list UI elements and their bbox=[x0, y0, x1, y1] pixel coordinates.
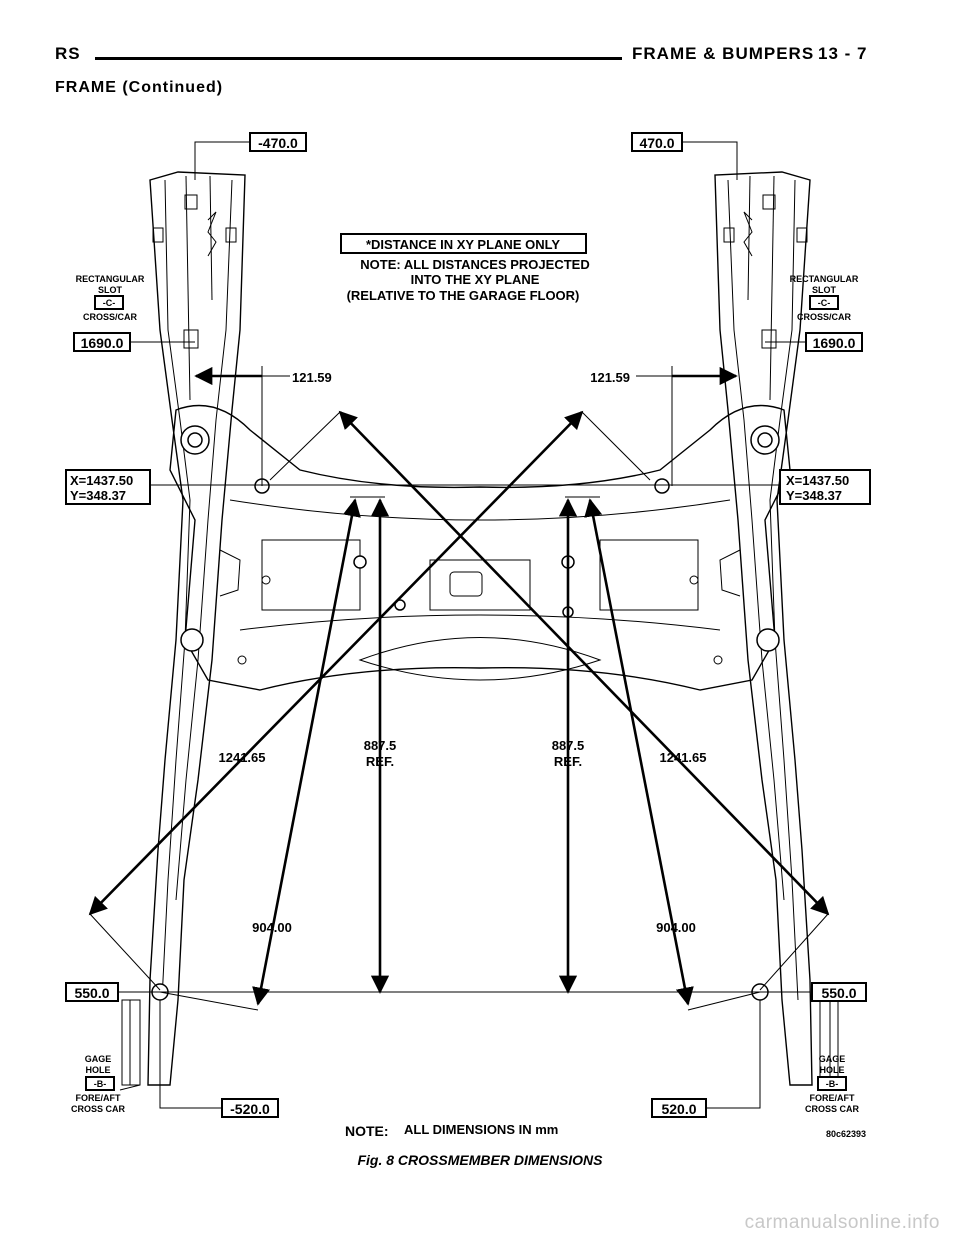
svg-text:RECTANGULAR: RECTANGULAR bbox=[790, 274, 859, 284]
svg-text:470.0: 470.0 bbox=[639, 135, 674, 151]
xy-coord-box-right: X=1437.50 Y=348.37 bbox=[779, 469, 871, 505]
rect-slot-label-right: RECTANGULAR SLOT -C- CROSS/CAR bbox=[790, 274, 859, 322]
svg-text:SLOT: SLOT bbox=[98, 285, 123, 295]
svg-text:(RELATIVE TO THE GARAGE FLOOR): (RELATIVE TO THE GARAGE FLOOR) bbox=[347, 288, 580, 303]
dim-121-right: 121.59 bbox=[590, 370, 630, 385]
label-box-bottom-left: -520.0 bbox=[221, 1098, 279, 1118]
rect-slot-label-left: RECTANGULAR SLOT -C- CROSS/CAR bbox=[76, 274, 145, 322]
label-box-1690-right: 1690.0 bbox=[805, 332, 863, 352]
svg-text:X=1437.50: X=1437.50 bbox=[786, 473, 849, 488]
dim-1241-right: 1241.65 bbox=[660, 750, 707, 765]
svg-text:X=1437.50: X=1437.50 bbox=[70, 473, 133, 488]
svg-text:HOLE: HOLE bbox=[819, 1065, 844, 1075]
svg-text:NOTE:: NOTE: bbox=[345, 1123, 389, 1139]
label-box-550-right: 550.0 bbox=[811, 982, 867, 1002]
label-box-top-right: 470.0 bbox=[631, 132, 683, 152]
svg-text:-470.0: -470.0 bbox=[258, 135, 298, 151]
dimension-lines bbox=[88, 141, 843, 1109]
svg-text:SLOT: SLOT bbox=[812, 285, 837, 295]
svg-text:INTO THE XY PLANE: INTO THE XY PLANE bbox=[411, 272, 540, 287]
page-number: 13 - 7 bbox=[818, 44, 868, 63]
xy-plane-note: *DISTANCE IN XY PLANE ONLY NOTE: ALL DIS… bbox=[340, 233, 590, 303]
figure-caption: Fig. 8 CROSSMEMBER DIMENSIONS bbox=[357, 1152, 603, 1168]
left-frame-rail bbox=[121, 171, 246, 1086]
svg-text:CROSS CAR: CROSS CAR bbox=[805, 1104, 860, 1114]
svg-text:ALL DIMENSIONS IN mm: ALL DIMENSIONS IN mm bbox=[404, 1122, 558, 1137]
svg-text:Y=348.37: Y=348.37 bbox=[70, 488, 126, 503]
svg-text:1690.0: 1690.0 bbox=[81, 335, 124, 351]
svg-text:RECTANGULAR: RECTANGULAR bbox=[76, 274, 145, 284]
figure-id: 80c62393 bbox=[826, 1129, 866, 1139]
svg-text:FORE/AFT: FORE/AFT bbox=[810, 1093, 855, 1103]
svg-text:-B-: -B- bbox=[94, 1079, 107, 1089]
svg-text:-C-: -C- bbox=[103, 298, 116, 308]
dim-887-left: 887.5 REF. bbox=[364, 738, 397, 769]
svg-text:CROSS/CAR: CROSS/CAR bbox=[83, 312, 138, 322]
svg-text:-C-: -C- bbox=[818, 298, 831, 308]
svg-text:887.5: 887.5 bbox=[552, 738, 585, 753]
svg-text:GAGE: GAGE bbox=[85, 1054, 112, 1064]
label-box-550-left: 550.0 bbox=[65, 982, 119, 1002]
svg-text:HOLE: HOLE bbox=[85, 1065, 110, 1075]
svg-text:FORE/AFT: FORE/AFT bbox=[76, 1093, 121, 1103]
svg-text:Y=348.37: Y=348.37 bbox=[786, 488, 842, 503]
dim-904-right: 904.00 bbox=[656, 920, 696, 935]
dim-1241-left: 1241.65 bbox=[219, 750, 266, 765]
label-box-bottom-right: 520.0 bbox=[651, 1098, 707, 1118]
svg-text:-B-: -B- bbox=[826, 1079, 839, 1089]
xy-coord-box-left: X=1437.50 Y=348.37 bbox=[65, 469, 151, 505]
header-rule bbox=[95, 57, 622, 60]
section-subtitle: FRAME (Continued) bbox=[55, 79, 224, 96]
dimensions-note: NOTE: ALL DIMENSIONS IN mm bbox=[345, 1122, 558, 1139]
svg-text:-520.0: -520.0 bbox=[230, 1101, 270, 1117]
label-box-1690-left: 1690.0 bbox=[73, 332, 131, 352]
dim-904-left: 904.00 bbox=[252, 920, 292, 935]
svg-text:1690.0: 1690.0 bbox=[813, 335, 856, 351]
svg-text:550.0: 550.0 bbox=[821, 985, 856, 1001]
header-section-code: RS bbox=[55, 44, 81, 63]
svg-text:520.0: 520.0 bbox=[661, 1101, 696, 1117]
svg-text:887.5: 887.5 bbox=[364, 738, 397, 753]
svg-text:GAGE: GAGE bbox=[819, 1054, 846, 1064]
gage-hole-label-right: GAGE HOLE -B- FORE/AFT CROSS CAR bbox=[805, 1054, 860, 1114]
svg-text:REF.: REF. bbox=[366, 754, 394, 769]
dim-121-left: 121.59 bbox=[292, 370, 332, 385]
svg-text:REF.: REF. bbox=[554, 754, 582, 769]
svg-text:550.0: 550.0 bbox=[74, 985, 109, 1001]
dim-887-right: 887.5 REF. bbox=[552, 738, 585, 769]
svg-text:NOTE: ALL DISTANCES PROJECTED: NOTE: ALL DISTANCES PROJECTED bbox=[360, 257, 589, 272]
gage-hole-label-left: GAGE HOLE -B- FORE/AFT CROSS CAR bbox=[71, 1054, 126, 1114]
crossmember-body bbox=[151, 404, 791, 1001]
header-section-title: FRAME & BUMPERS bbox=[632, 44, 815, 63]
svg-text:CROSS CAR: CROSS CAR bbox=[71, 1104, 126, 1114]
watermark: carmanualsonline.info bbox=[744, 1212, 940, 1233]
svg-text:*DISTANCE IN XY PLANE ONLY: *DISTANCE IN XY PLANE ONLY bbox=[366, 237, 560, 252]
svg-text:CROSS/CAR: CROSS/CAR bbox=[797, 312, 852, 322]
label-box-top-left: -470.0 bbox=[249, 132, 307, 152]
